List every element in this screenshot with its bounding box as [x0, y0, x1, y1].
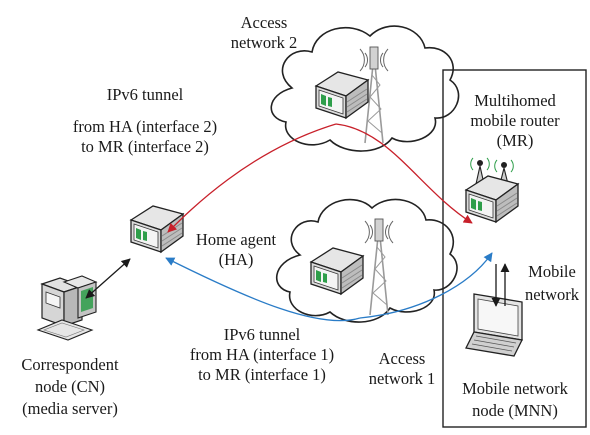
mobile-router-label: Multihomed — [474, 91, 556, 110]
tunnel-2-label: from HA (interface 2) — [73, 117, 217, 136]
tunnel-1-arrow — [165, 257, 361, 322]
access-network-1-cloud — [275, 198, 458, 323]
home-agent-label: Home agent — [196, 230, 277, 249]
cn-ha-link-arrow — [85, 258, 131, 299]
mobile-network-label: network — [525, 285, 580, 304]
tunnel-2-arrow-to-mr — [335, 123, 473, 224]
tunnel-1-label: from HA (interface 1) — [190, 345, 334, 364]
mobile-network-box — [442, 69, 587, 428]
mobile-router-label: mobile router — [470, 111, 560, 130]
mobile-router-label: (MR) — [497, 131, 534, 150]
mobile-network-node-label: Mobile network — [462, 379, 569, 398]
home-agent-router-icon — [130, 205, 184, 253]
tunnel-1-label: to MR (interface 1) — [198, 365, 326, 384]
mobile-network-node-laptop-icon — [465, 293, 523, 357]
tunnel-2-label: to MR (interface 2) — [81, 137, 209, 156]
home-agent-label: (HA) — [219, 250, 254, 269]
access-network-1-label: network 1 — [369, 369, 435, 388]
tunnel-1-arrow-to-mr — [359, 252, 493, 319]
access-network-1-label: Access — [379, 349, 426, 368]
mobile-router-icon — [465, 157, 519, 223]
correspondent-node-label: Correspondent — [21, 355, 119, 374]
correspondent-node-label: (media server) — [22, 399, 118, 418]
tunnel-2-arrow — [167, 123, 337, 233]
mobile-network-node-label: node (MNN) — [472, 401, 558, 420]
mobile-network-label: Mobile — [528, 262, 576, 281]
correspondent-node-label: node (CN) — [35, 377, 105, 396]
tunnel-1-label: IPv6 tunnel — [224, 325, 301, 344]
access-network-2-label: network 2 — [231, 33, 297, 52]
correspondent-node-computer-icon — [36, 275, 98, 341]
access-network-2-label: Access — [241, 13, 288, 32]
tunnel-2-label: IPv6 tunnel — [107, 85, 184, 104]
